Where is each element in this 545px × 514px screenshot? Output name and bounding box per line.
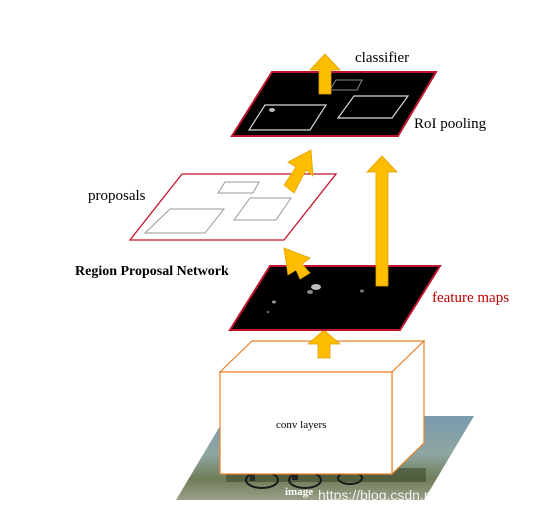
proposals-label: proposals xyxy=(88,188,146,204)
arrow-proposals-to-roi xyxy=(283,149,314,194)
roi-pooling-plane xyxy=(230,71,438,137)
conv-layers-box xyxy=(218,339,426,476)
classifier-label: classifier xyxy=(355,50,409,66)
arrow-feature-to-proposals xyxy=(283,247,311,280)
image-label: image xyxy=(285,486,313,498)
proposals-plane xyxy=(128,173,338,241)
rpn-label: Region Proposal Network xyxy=(75,264,229,279)
feature-maps-plane xyxy=(228,265,442,331)
conv-layers-label: conv layers xyxy=(276,419,326,431)
arrow-feature-to-roi xyxy=(366,155,398,287)
roi-pooling-label: RoI pooling xyxy=(414,116,487,132)
watermark-text: https://blog.csdn.net/qq_39273781 xyxy=(318,487,533,503)
arrow-roi-to-classifier xyxy=(309,53,341,95)
arrow-conv-to-feature xyxy=(306,329,342,359)
feature-maps-label: feature maps xyxy=(432,290,509,306)
